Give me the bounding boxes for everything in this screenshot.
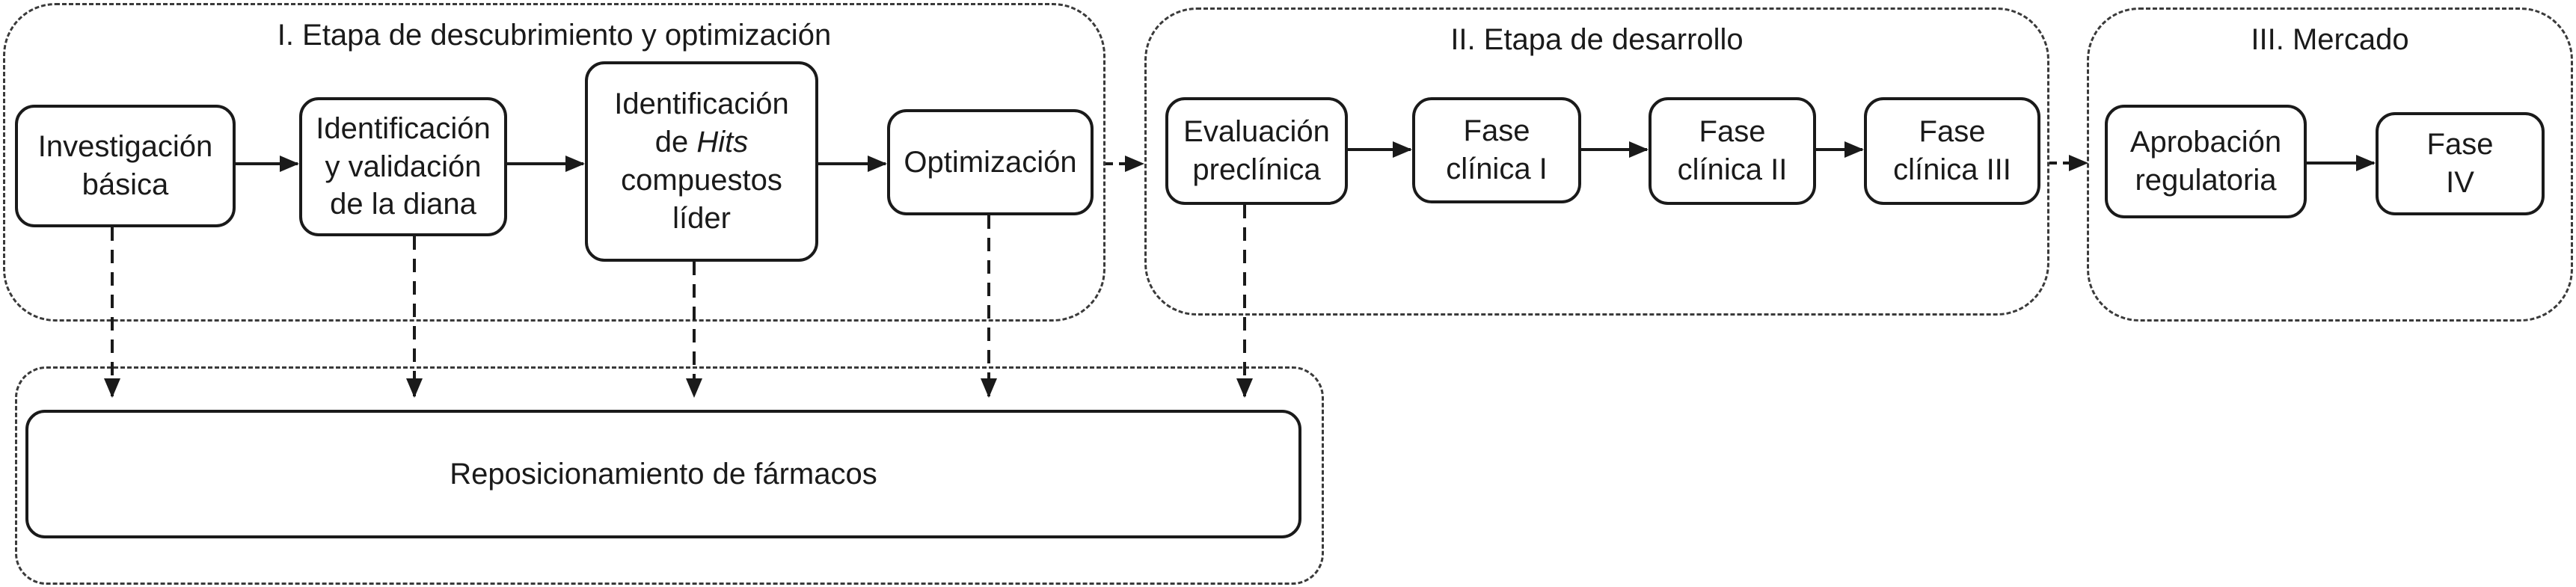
node-regulatory-line2: regulatoria: [2135, 164, 2277, 197]
node-hits-line2-prefix: de: [654, 126, 697, 159]
node-phase-2-line1: Fase: [1699, 115, 1766, 149]
node-preclinical-line1: Evaluación: [1183, 115, 1330, 149]
node-phase-4: Fase IV: [2376, 112, 2545, 215]
node-phase-3-line2: clínica III: [1893, 153, 2011, 186]
node-phase-2-line2: clínica II: [1677, 153, 1788, 186]
node-target-id-line1: Identificación: [316, 111, 491, 145]
stage-discovery: I. Etapa de descubrimiento y optimizació…: [3, 3, 1105, 322]
node-basic-research-line1: Investigación: [37, 130, 213, 164]
node-phase-4-line1: Fase: [2426, 128, 2494, 162]
node-target-id-line2: y validación: [325, 150, 482, 183]
node-regulatory-approval: Aprobación regulatoria: [2105, 105, 2307, 218]
node-basic-research: Investigación básica: [15, 105, 236, 227]
node-optimization-line1: Optimización: [904, 145, 1077, 179]
node-hits-line2: de Hits: [614, 123, 788, 162]
node-basic-research-line2: básica: [82, 168, 169, 201]
node-phase-2: Fase clínica II: [1649, 97, 1816, 205]
stage-development-title: II. Etapa de desarrollo: [1450, 23, 1744, 56]
node-phase-1-line2: clínica I: [1446, 153, 1548, 185]
node-phase-4-line2: IV: [2446, 166, 2474, 199]
node-target-identification: Identificación y validación de la diana: [299, 97, 507, 236]
repositioning-container: [15, 366, 1324, 585]
repositioning-box: Reposicionamiento de fármacos: [25, 410, 1301, 538]
stage-development: II. Etapa de desarrollo: [1144, 7, 2049, 316]
node-hits-line4: líder: [672, 201, 731, 235]
node-phase-3: Fase clínica III: [1864, 97, 2040, 205]
node-hits-identification: Identificación de Hits compuestos líder: [585, 61, 818, 262]
repositioning-label: Reposicionamiento de fármacos: [450, 457, 877, 491]
node-hits-line3: compuestos: [621, 164, 782, 197]
node-phase-3-line1: Fase: [1919, 115, 1986, 149]
stage-discovery-title: I. Etapa de descubrimiento y optimizació…: [277, 19, 832, 52]
node-phase-1-line1: Fase: [1463, 114, 1530, 148]
node-target-id-line3: de la diana: [330, 188, 476, 221]
node-preclinical: Evaluación preclínica: [1165, 97, 1348, 205]
node-regulatory-line1: Aprobación: [2129, 126, 2282, 159]
node-hits-line2-italic: Hits: [696, 126, 749, 159]
node-phase-1: Fase clínica I: [1412, 97, 1581, 203]
node-preclinical-line2: preclínica: [1192, 153, 1321, 186]
node-optimization: Optimización: [887, 109, 1094, 215]
stage-market-title: III. Mercado: [2251, 23, 2409, 56]
node-hits-line1: Identificación: [614, 87, 789, 121]
